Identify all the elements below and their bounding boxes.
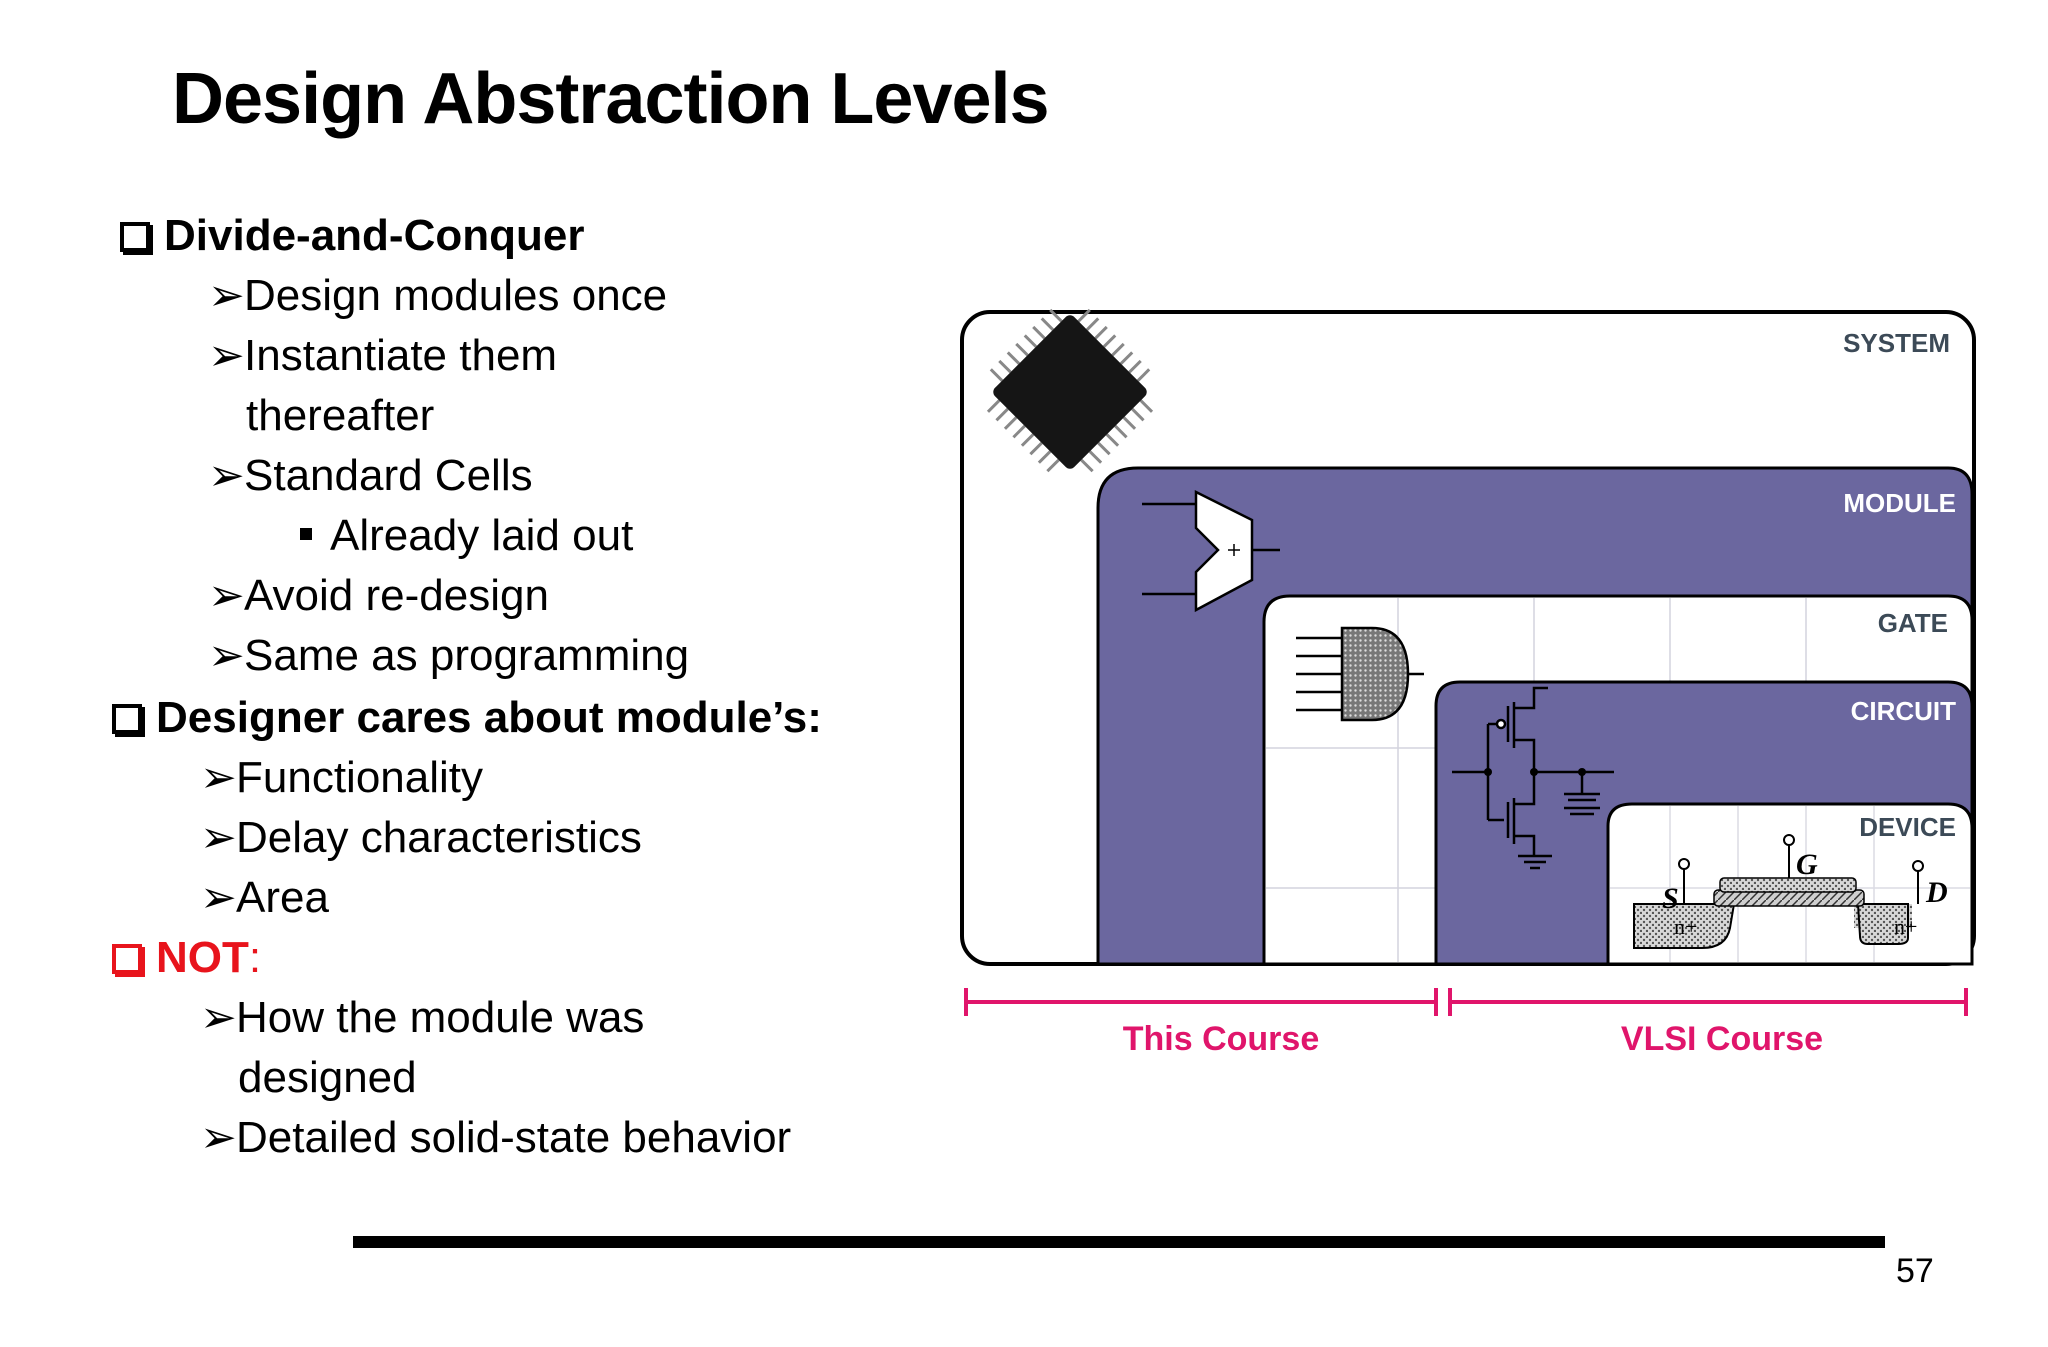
mosfet-cross-section-icon bbox=[1633, 834, 1924, 949]
arrow-bullet-icon: ➢ bbox=[208, 571, 245, 620]
adder-icon bbox=[1142, 489, 1280, 613]
vlsi-course-bracket bbox=[1448, 988, 1968, 1016]
bullet-outline: Divide-and-Conquer ➢Design modules once … bbox=[0, 0, 900, 1200]
bullet-same-as-programming: ➢Same as programming bbox=[208, 626, 689, 686]
bullet-functionality: ➢Functionality bbox=[200, 748, 483, 808]
square-bullet-icon bbox=[300, 528, 312, 540]
arrow-bullet-icon: ➢ bbox=[200, 753, 237, 802]
arrow-bullet-icon: ➢ bbox=[208, 271, 245, 320]
checkbox-bullet-icon bbox=[112, 704, 142, 734]
checkbox-bullet-icon bbox=[112, 944, 142, 974]
bullet-not: NOT: bbox=[112, 928, 261, 988]
transistor-circuit-icon bbox=[1452, 686, 1614, 870]
source-n-plus-label: n+ bbox=[1674, 914, 1697, 939]
bullet-divide-and-conquer: Divide-and-Conquer bbox=[120, 206, 584, 266]
bullet-design-modules-once: ➢Design modules once bbox=[208, 266, 667, 326]
circuit-label: CIRCUIT bbox=[1851, 696, 1957, 726]
chip-icon bbox=[986, 308, 1154, 473]
bullet-area: ➢Area bbox=[200, 868, 329, 928]
this-course-label: This Course bbox=[1123, 1020, 1319, 1058]
bullet-thereafter: thereafter bbox=[246, 391, 435, 440]
and-gate-icon bbox=[1296, 626, 1424, 722]
bullet-standard-cells: ➢Standard Cells bbox=[208, 446, 533, 506]
source-label: S bbox=[1662, 882, 1679, 915]
bullet-designed: designed bbox=[238, 1053, 417, 1102]
arrow-bullet-icon: ➢ bbox=[200, 993, 237, 1042]
arrow-bullet-icon: ➢ bbox=[200, 873, 237, 922]
bullet-solid-state-behavior: ➢Detailed solid-state behavior bbox=[200, 1108, 791, 1168]
drain-label: D bbox=[1925, 876, 1948, 909]
bullet-designer-cares: Designer cares about module’s: bbox=[112, 688, 822, 748]
abstraction-levels-diagram: SYSTEM MODULE bbox=[960, 308, 1976, 1058]
vlsi-course-label: VLSI Course bbox=[1621, 1020, 1823, 1058]
circuit-node-dot bbox=[1530, 768, 1538, 776]
bullet-instantiate-them: ➢Instantiate them bbox=[208, 326, 557, 386]
bullet-how-module-designed: ➢How the module was bbox=[200, 988, 644, 1048]
gate-label: GATE bbox=[1878, 608, 1948, 638]
bullet-avoid-redesign: ➢Avoid re-design bbox=[208, 566, 549, 626]
bullet-delay-characteristics: ➢Delay characteristics bbox=[200, 808, 642, 868]
circuit-node-dot bbox=[1578, 768, 1586, 776]
arrow-bullet-icon: ➢ bbox=[200, 813, 237, 862]
module-label: MODULE bbox=[1843, 488, 1956, 518]
checkbox-bullet-icon bbox=[120, 222, 150, 252]
circuit-node-dot bbox=[1484, 768, 1492, 776]
system-label: SYSTEM bbox=[1843, 328, 1950, 358]
arrow-bullet-icon: ➢ bbox=[208, 331, 245, 380]
gate-terminal-label: G bbox=[1796, 848, 1818, 881]
page-number: 57 bbox=[1896, 1252, 1934, 1290]
drain-n-plus-label: n+ bbox=[1894, 914, 1917, 939]
this-course-bracket bbox=[964, 988, 1438, 1016]
bullet-already-laid-out: Already laid out bbox=[300, 506, 633, 566]
slide-title: Design Abstraction Levels bbox=[172, 59, 1050, 139]
arrow-bullet-icon: ➢ bbox=[200, 1113, 237, 1162]
device-label: DEVICE bbox=[1859, 812, 1956, 842]
footer-divider bbox=[353, 1236, 1885, 1248]
arrow-bullet-icon: ➢ bbox=[208, 631, 245, 680]
arrow-bullet-icon: ➢ bbox=[208, 451, 245, 500]
